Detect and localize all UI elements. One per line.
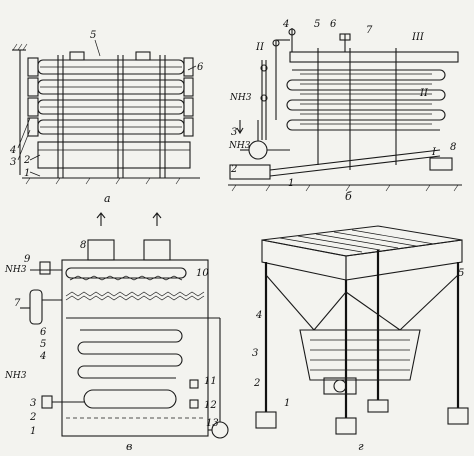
panel-v-label-13: 13	[206, 418, 219, 429]
panel-a-label-4: 4	[9, 145, 16, 156]
panel-v-label-8: 8	[80, 240, 86, 251]
panel-v-nh3-lower: NH3	[4, 371, 27, 381]
panel-a-label-6: 6	[197, 62, 204, 73]
panel-v-label-12: 12	[204, 400, 217, 411]
top-collector	[289, 51, 459, 63]
panel-g-label-1: 1	[284, 398, 290, 409]
panel-v-label-11: 11	[204, 376, 217, 387]
panel-a-label-5: 5	[90, 30, 96, 41]
panel-b-label-8: 8	[450, 142, 456, 153]
fan-motor	[323, 377, 357, 395]
panel-b-label-I: I	[431, 147, 437, 158]
panel-v-label-10: 10	[196, 268, 209, 279]
ground-line	[22, 177, 200, 185]
panel-b-nh3-upper: NH3	[229, 93, 252, 103]
panel-b-evaporative-condenser: 4 5 6 7 III II II NH3 3 NH3 2 1 I 8 б	[228, 19, 462, 203]
casing	[61, 259, 209, 437]
fan-right	[143, 239, 171, 261]
panel-b-label-2: 2	[230, 164, 237, 175]
panel-b-label-6: 6	[330, 19, 337, 30]
panel-a-label-1: 1	[24, 168, 30, 179]
fan-left	[87, 239, 115, 261]
panel-a-caption: а	[104, 192, 111, 205]
panel-g-label-2: 2	[253, 378, 260, 389]
tower-hopper	[299, 329, 421, 381]
water-basin	[229, 164, 271, 180]
valve-8	[39, 261, 51, 275]
panel-b-caption: б	[345, 190, 352, 203]
panel-v-condenser-scheme: 8 9 10 7 NH3 6 5 4 NH3 3 2 1 11 12 13 в	[4, 212, 229, 453]
panel-b-label-1: 1	[288, 178, 294, 189]
panel-a-label-2: 2	[23, 155, 30, 166]
panel-b-label-II-left: II	[255, 42, 265, 53]
pump-body	[248, 140, 268, 160]
panel-v-label-1: 1	[30, 426, 36, 437]
panel-v-nh3-upper: NH3	[4, 265, 27, 275]
panel-b-label-5: 5	[314, 19, 320, 30]
panel-g-caption: г	[358, 440, 364, 453]
coil-rows	[286, 69, 446, 131]
panel-g-label-4: 4	[255, 310, 262, 321]
panel-v-label-4: 4	[39, 351, 46, 362]
panel-v-label-6: 6	[40, 327, 47, 338]
tower-top	[261, 225, 463, 257]
separator-7	[29, 289, 43, 325]
panel-g-label-5: 5	[458, 268, 464, 279]
panel-g-air-cooled-tower: 5 4 3 2 1 г	[252, 225, 469, 453]
panel-g-label-3: 3	[252, 348, 258, 359]
support-frame	[57, 55, 166, 178]
panel-v-label-3: 3	[30, 398, 36, 409]
receiver-tank	[37, 141, 191, 169]
receiver-drum	[83, 389, 177, 409]
panel-v-label-9: 9	[24, 254, 31, 265]
panel-b-label-II-right: II	[419, 88, 429, 99]
panel-b-label-4: 4	[282, 19, 289, 30]
panel-v-label-2: 2	[29, 412, 36, 423]
panel-b-label-7: 7	[366, 25, 373, 36]
tube-banks	[27, 51, 194, 137]
panel-b-label-3: 3	[231, 127, 237, 138]
panel-a-shell-tube-condenser: 5 6 4 3 2 1 а	[9, 30, 204, 205]
panel-b-nh3-lower: NH3	[228, 141, 251, 151]
panel-v-label-7: 7	[14, 298, 21, 309]
panel-b-label-III: III	[411, 32, 425, 43]
panel-v-label-5: 5	[40, 339, 46, 350]
panel-a-label-3: 3	[10, 157, 16, 168]
panel-v-caption: в	[126, 440, 132, 453]
